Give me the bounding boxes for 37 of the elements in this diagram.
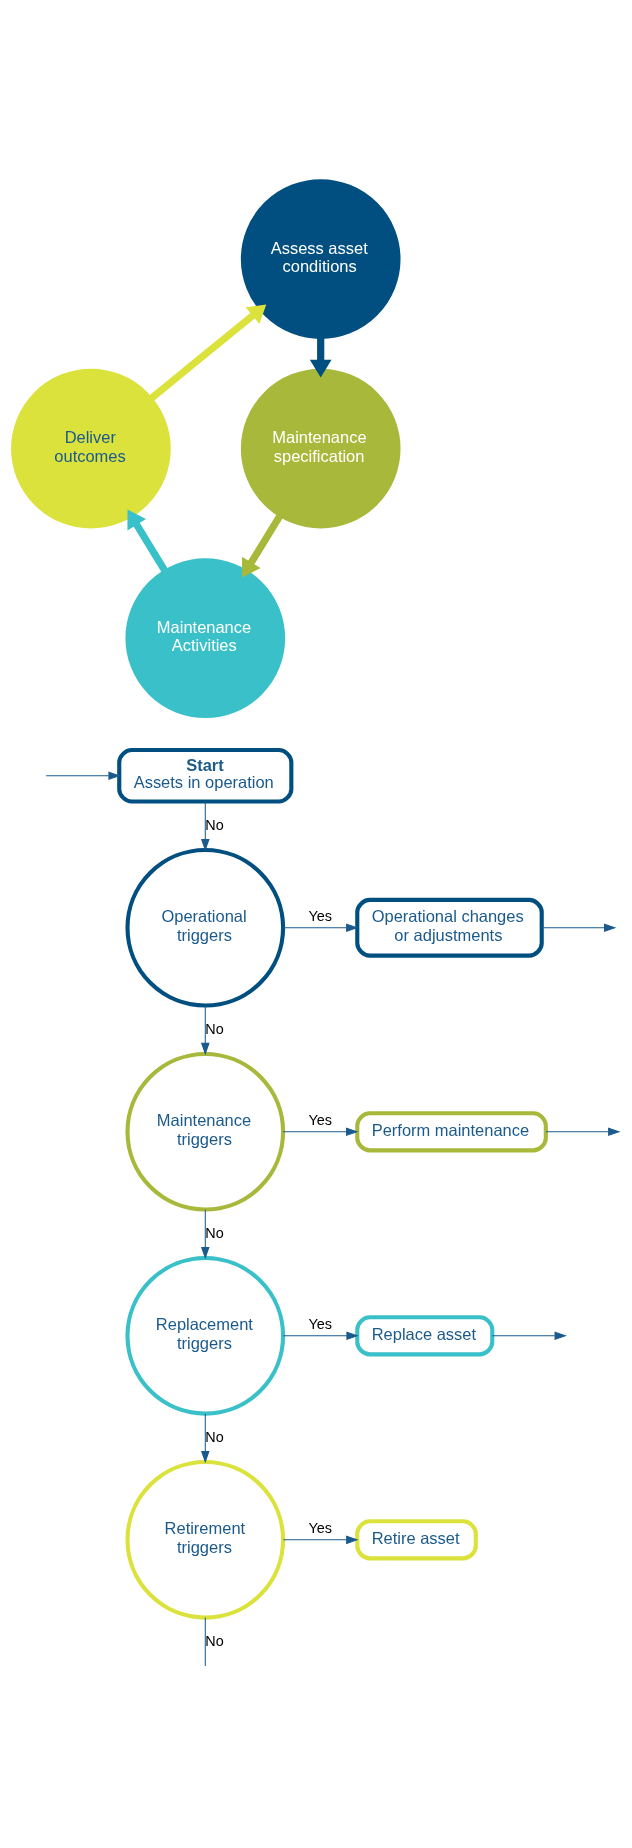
node-circle: Assess asset conditions xyxy=(240,179,401,339)
arrow xyxy=(200,1413,210,1464)
edge-label: No xyxy=(204,1632,224,1649)
node-circle: Replacement triggers xyxy=(124,1255,285,1416)
connector xyxy=(204,1617,206,1667)
arrow xyxy=(545,1127,620,1137)
edge-label: No xyxy=(204,1224,224,1241)
arrow xyxy=(282,1535,358,1545)
edge-label: Yes xyxy=(307,1111,332,1128)
arrow xyxy=(200,1005,210,1056)
arrow xyxy=(126,509,168,574)
arrow xyxy=(309,336,332,378)
arrow xyxy=(282,1331,359,1341)
arrow xyxy=(45,771,121,781)
node-circle: Retirement triggers xyxy=(124,1459,285,1620)
edge-label: Yes xyxy=(307,1519,332,1536)
node-box: Replace asset xyxy=(354,1315,494,1357)
arrow xyxy=(200,1209,210,1260)
edge-label: No xyxy=(204,1428,224,1445)
edge-label: Yes xyxy=(307,907,332,924)
edge-label: Yes xyxy=(307,1315,332,1332)
node-box: Start Assets in operation xyxy=(116,747,293,804)
arrow xyxy=(540,923,616,933)
node-box: Retire asset xyxy=(354,1519,478,1561)
edge-label: No xyxy=(204,1020,224,1037)
node-circle: Maintenance triggers xyxy=(124,1051,285,1212)
node-circle: Operational triggers xyxy=(124,847,285,1008)
arrow xyxy=(200,801,210,852)
arrow xyxy=(282,923,358,933)
arrow xyxy=(491,1331,567,1341)
node-circle: Maintenance specification xyxy=(240,368,401,529)
edge-label: No xyxy=(204,816,224,833)
arrow xyxy=(282,1127,358,1137)
node-box: Operational changes or adjustments xyxy=(354,897,544,958)
node-box: Perform maintenance xyxy=(354,1111,548,1153)
arrow xyxy=(241,513,283,578)
arrow xyxy=(148,304,266,402)
